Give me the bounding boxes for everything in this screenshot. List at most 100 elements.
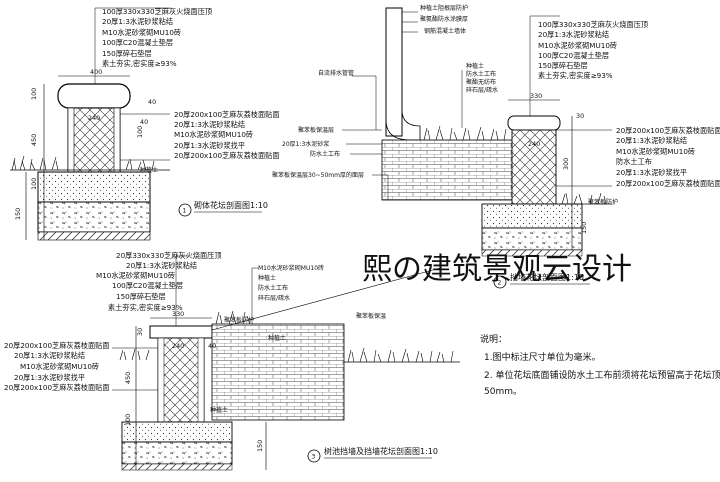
d2-label: 100厚330x330芝麻灰火烧面压顶 [538, 20, 648, 29]
d2-label: 聚苯板保温层 [298, 126, 334, 134]
d3-title: 树池挡墙及挡墙花坛剖面图1:10 [324, 446, 438, 456]
d1-dim-text: 150 [14, 208, 22, 220]
notes-line: 50mm。 [484, 387, 522, 397]
d3-coping [149, 325, 213, 339]
d2-dim-text: 300 [562, 158, 570, 170]
d3-dim-text: 30 [136, 328, 144, 336]
d3-footing [121, 421, 233, 443]
d1-label: 20厚1:3水泥砂浆粘结 [102, 17, 173, 26]
d2-label: 种植土阻根层防护 [420, 4, 468, 12]
notes-block: 说明： 1.图中标注尺寸单位为毫米。 2. 单位花坛底面铺设防水土工布前须将花坛… [480, 333, 720, 397]
d3-label: 防水土工布 [258, 284, 288, 292]
d2-coping [507, 115, 561, 131]
d1-label: 素土夯实,密实度≥93% [102, 59, 177, 68]
notes-line: 1.图中标注尺寸单位为毫米。 [484, 351, 601, 363]
d2-grass-icon [423, 125, 607, 205]
d1-footing [37, 171, 151, 203]
d3-slope-line [211, 267, 441, 331]
d1-grass-icon [11, 155, 155, 171]
d2-label: M10水泥砂浆砌MU10砖 [538, 41, 617, 50]
d3-label: 聚苯板防护 [224, 316, 254, 324]
d2-label: 100厚C20混凝土垫层 [538, 51, 609, 60]
d2-label: 自流排水管管 [318, 69, 354, 77]
detail-1-section: 400 100 40 240 40 450 100 150 100 100厚33… [10, 7, 280, 241]
d2-label: 20厚1:3水泥砂浆找平 [616, 168, 687, 177]
d2-mid-labels: 种植土 防水土工布 聚酯无纺布 碎石层/疏水 [466, 62, 498, 94]
d2-label: 20厚1:3水泥砂浆 [282, 140, 329, 148]
d2-label: 聚氨酯防水涂膜厚 [420, 15, 468, 23]
d1-label: 100厚C20混凝土垫层 [102, 38, 173, 47]
d1-wall [67, 107, 121, 173]
d3-label: M10水泥砂浆砌MU10砖 [20, 362, 99, 371]
d3-left-labels: 20厚200x100芝麻灰荔枝面贴面 20厚1:3水泥砂浆粘结 M10水泥砂浆砌… [4, 341, 110, 392]
d3-label: 20厚330x330芝麻灰火烧面压顶 [116, 251, 222, 260]
d2-label: 聚酯无纺布 [466, 78, 496, 86]
d2-dim-text: 30 [576, 112, 584, 120]
d3-label: 20厚1:3水泥砂浆粘结 [126, 261, 197, 270]
notes-heading: 说明： [480, 333, 507, 345]
watermark: 熙の建筑景观云设计 [362, 252, 632, 287]
d3-soil-label: 种植土 [210, 406, 228, 414]
d3-top-labels: 20厚330x330芝麻灰火烧面压顶 20厚1:3水泥砂浆粘结 M10水泥砂浆砌… [96, 251, 222, 312]
d3-wall [157, 337, 205, 423]
d2-dimensions: 330 30 240 300 150 [528, 92, 588, 234]
d2-dim-text: 240 [528, 140, 540, 148]
d1-label: 20厚1:3水泥砂浆粘结 [174, 120, 245, 129]
d2-label: 种植土 [466, 62, 484, 70]
d2-label: 防水土工布 [310, 150, 340, 158]
d3-label: 100厚C20混凝土垫层 [112, 281, 183, 290]
d2-left-labels: 自流排水管管 聚苯板保温层 20厚1:3水泥砂浆 防水土工布 [282, 69, 354, 158]
d1-right-labels: 20厚200x100芝麻灰荔枝面贴面 20厚1:3水泥砂浆粘结 M10水泥砂浆砌… [174, 110, 280, 160]
d1-label: 150厚碎石垫层 [102, 49, 152, 58]
d1-dimensions: 400 100 40 240 40 450 100 150 100 [14, 68, 156, 220]
d3-label: 20厚1:3水泥砂浆粘结 [14, 351, 85, 360]
d1-title: 砌体花坛剖面图1:10 [194, 200, 268, 210]
d2-number-icon [493, 275, 507, 289]
d2-label: 碎石层/疏水 [466, 86, 498, 94]
d2-top-labels: 100厚330x330芝麻灰火烧面压顶 20厚1:3水泥砂浆粘结 M10水泥砂浆… [538, 20, 648, 80]
d2-label: 20厚200x100芝麻灰荔枝面贴面 [616, 126, 720, 135]
d1-dim-text: 100 [30, 88, 38, 100]
d1-top-labels: 100厚330x330芝麻灰火烧面压顶 20厚1:3水泥砂浆粘结 M10水泥砂浆… [102, 7, 212, 68]
d1-label: M10水泥砂浆砌MU10砖 [102, 28, 181, 37]
d2-label: 20厚1:3水泥砂浆粘结 [538, 30, 609, 39]
d2-label: 聚苯板防护 [588, 198, 618, 206]
d1-dim-text: 40 [148, 98, 156, 106]
d1-soil-label: 种植土 [140, 166, 158, 174]
d1-dim-text: 40 [140, 118, 148, 126]
d3-dim-text: 330 [172, 310, 184, 318]
d1-label: 100厚330x330芝麻灰火烧面压顶 [102, 7, 212, 16]
d3-label: 聚苯板保温 [356, 312, 386, 320]
d3-number-icon [307, 449, 321, 463]
d1-label: 20厚200x100芝麻灰荔枝面贴面 [174, 110, 280, 119]
d2-dim-text: 330 [530, 92, 542, 100]
d2-title: 挡墙花坛剖面图1:10 [510, 272, 584, 282]
d3-dim-text: 240 [172, 342, 184, 350]
d1-dim-text: 100 [136, 126, 144, 138]
d3-dim-text: 150 [256, 440, 264, 452]
d1-number-icon [178, 203, 192, 217]
d3-label: 20厚200x100芝麻灰荔枝面贴面 [4, 383, 110, 392]
d3-label: 素土夯实,密实度≥93% [108, 303, 183, 312]
d3-label: 种植土 [258, 274, 276, 282]
d1-label: 20厚200x100芝麻灰荔枝面贴面 [174, 151, 280, 160]
d2-right-labels: 20厚200x100芝麻灰荔枝面贴面 20厚1:3水泥砂浆粘结 M10水泥砂浆砌… [616, 126, 720, 188]
d2-label: 20厚1:3水泥砂浆粘结 [616, 136, 687, 145]
d3-label: 150厚碎石垫层 [116, 292, 166, 301]
d2-wall-labels: 种植土阻根层防护 聚氨酯防水涂膜厚 钢筋混凝土墙体 [420, 4, 468, 35]
d3-dimensions: 330 30 240 40 450 100 150 [124, 310, 264, 452]
d1-dim-text: 450 [30, 134, 38, 146]
d1-dim-text: 400 [90, 68, 102, 76]
notes-line: 2. 单位花坛底面铺设防水土工布前须将花坛预留高于花坛顶 [484, 369, 720, 381]
d1-dim-text: 240 [88, 114, 100, 122]
d3-mid-labels: M10水泥砂浆砌MU10砖 种植土 防水土工布 碎石层/疏水 [258, 264, 324, 302]
d1-number: 1 [183, 208, 187, 215]
d1-label: M10水泥砂浆砌MU10砖 [174, 130, 253, 139]
d2-label: 防水土工布 [616, 157, 652, 166]
d2-brick-mass [381, 139, 513, 201]
d2-label: 20厚200x100芝麻灰荔枝面贴面 [616, 179, 720, 188]
d2-footing [481, 203, 583, 229]
d3-dim-text: 100 [124, 414, 132, 426]
d2-bottom-label: 聚苯板保温层30~50mm厚的面层 [272, 171, 364, 179]
d2-planter-wall [511, 129, 557, 205]
